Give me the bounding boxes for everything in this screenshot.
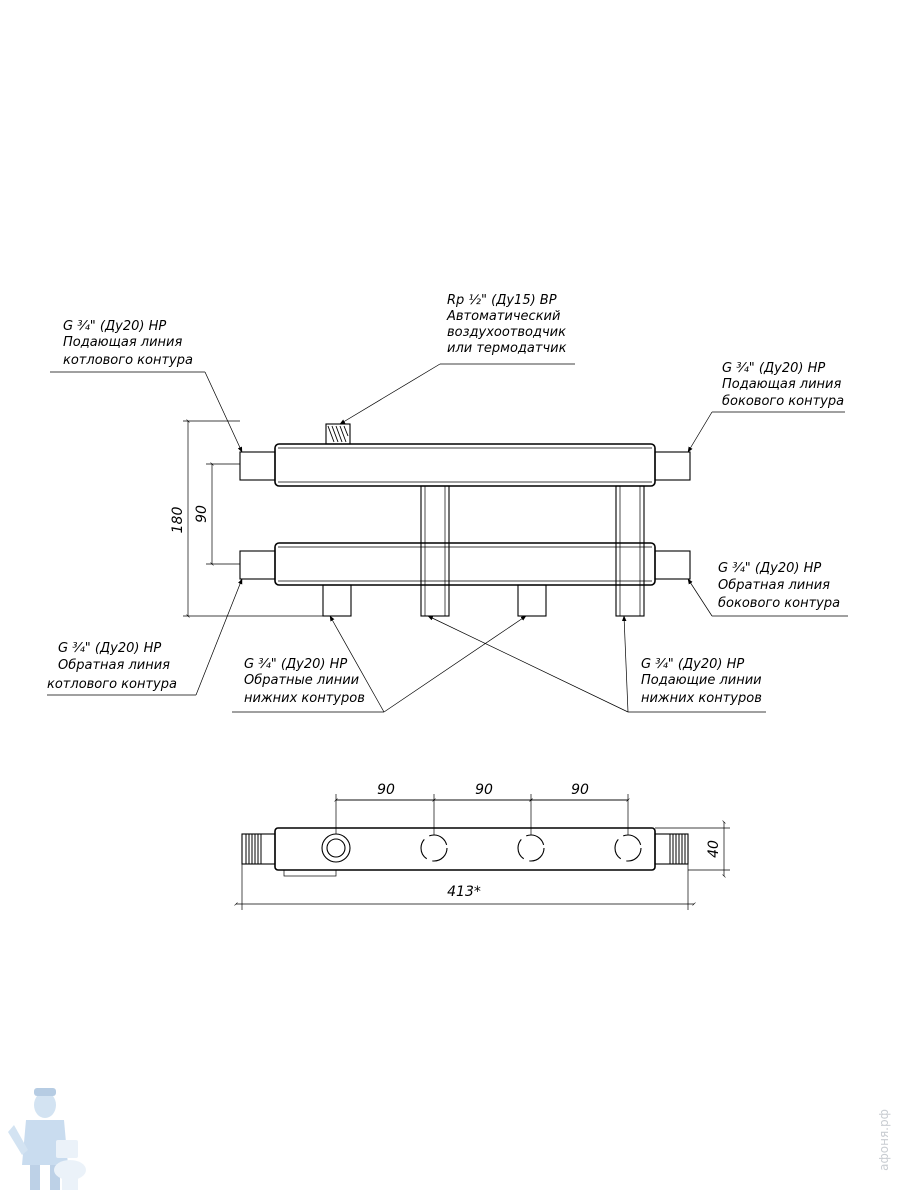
- callout-top-right: G ¾" (Ду20) НР Подающая линия бокового к…: [722, 361, 844, 409]
- callout-mid-right: G ¾" (Ду20) НР Обратная линия бокового к…: [718, 561, 840, 611]
- left-upper-stub: [239, 451, 276, 481]
- connector-pipe-right: [615, 485, 645, 617]
- plumber-mascot-icon: [8, 1088, 86, 1190]
- bottom-outlet-3: [517, 584, 547, 617]
- leader-lines: [47, 363, 848, 713]
- top-view-vent-inner: [326, 838, 346, 858]
- callout-top-center-line3: воздухоотводчик: [447, 325, 566, 340]
- callout-bottom-left: G ¾" (Ду20) НР Обратная линия котлового …: [47, 641, 177, 692]
- dim-pipe-spacing: 90: [194, 505, 210, 523]
- callout-top-right-line2: Подающая линия: [722, 377, 841, 392]
- top-view-dimensions: 90 90 90 40 413*: [234, 782, 730, 910]
- callout-top-center-line4: или термодатчик: [447, 341, 567, 356]
- callout-bottom-right-line3: нижних контуров: [641, 691, 762, 706]
- callout-mid-right-line1: G ¾" (Ду20) НР: [718, 561, 821, 576]
- callout-bottom-right-line2: Подающие линии: [641, 673, 762, 688]
- dim-total-height: 180: [170, 507, 186, 534]
- callout-bottom-left-line3: котлового контура: [47, 677, 177, 692]
- top-view-outlet-2: [420, 834, 448, 862]
- callout-top-center-line1: Rp ½" (Ду15) ВР: [447, 293, 557, 308]
- dim-outlet-spacing-3: 90: [571, 782, 589, 798]
- top-view-outlet-3: [517, 834, 545, 862]
- top-view-outlet-4: [614, 834, 642, 862]
- callout-bottom-right-line1: G ¾" (Ду20) НР: [641, 657, 744, 672]
- top-view-bracket: [283, 869, 337, 877]
- connector-pipe-left: [420, 485, 450, 617]
- callout-mid-right-line3: бокового контура: [718, 596, 840, 611]
- air-vent-socket: [325, 423, 351, 445]
- dim-total-length: 413*: [447, 884, 481, 900]
- callout-top-right-line1: G ¾" (Ду20) НР: [722, 361, 825, 376]
- callout-bottom-mid-line2: Обратные линии: [244, 673, 359, 688]
- right-upper-stub: [654, 451, 691, 481]
- lower-header-pipe: [274, 542, 656, 586]
- callout-bottom-left-line1: G ¾" (Ду20) НР: [58, 641, 161, 656]
- left-lower-stub: [239, 550, 276, 580]
- upper-header-pipe: [274, 443, 656, 487]
- air-vent-thread: [327, 425, 349, 443]
- front-view: [239, 423, 691, 617]
- dim-outlet-spacing-1: 90: [377, 782, 395, 798]
- callout-top-left: G ¾" (Ду20) НР Подающая линия котлового …: [63, 319, 193, 368]
- bottom-outlet-1: [322, 584, 352, 617]
- callout-bottom-mid: G ¾" (Ду20) НР Обратные линии нижних кон…: [244, 657, 365, 706]
- dim-width: 40: [706, 840, 722, 858]
- watermark-text: афоня.рф: [877, 1109, 891, 1171]
- top-view-right-thread: [654, 833, 689, 865]
- top-view-vent-outer: [321, 833, 351, 863]
- callout-bottom-left-line2: Обратная линия: [58, 658, 170, 673]
- right-lower-stub: [654, 550, 691, 580]
- callout-bottom-mid-line1: G ¾" (Ду20) НР: [244, 657, 347, 672]
- callout-top-right-line3: бокового контура: [722, 394, 844, 409]
- callout-bottom-right: G ¾" (Ду20) НР Подающие линии нижних кон…: [641, 657, 762, 706]
- top-view: [241, 827, 689, 877]
- callout-top-left-line1: G ¾" (Ду20) НР: [63, 319, 166, 334]
- callout-top-center-line2: Автоматический: [446, 309, 560, 324]
- front-dimensions: 180 90: [170, 419, 323, 618]
- callout-top-left-line2: Подающая линия: [63, 335, 182, 350]
- callout-mid-right-line2: Обратная линия: [718, 578, 830, 593]
- callout-bottom-mid-line3: нижних контуров: [244, 691, 365, 706]
- callout-top-left-line3: котлового контура: [63, 353, 193, 368]
- dim-outlet-spacing-2: 90: [475, 782, 493, 798]
- callout-top-center: Rp ½" (Ду15) ВР Автоматический воздухоот…: [446, 293, 567, 356]
